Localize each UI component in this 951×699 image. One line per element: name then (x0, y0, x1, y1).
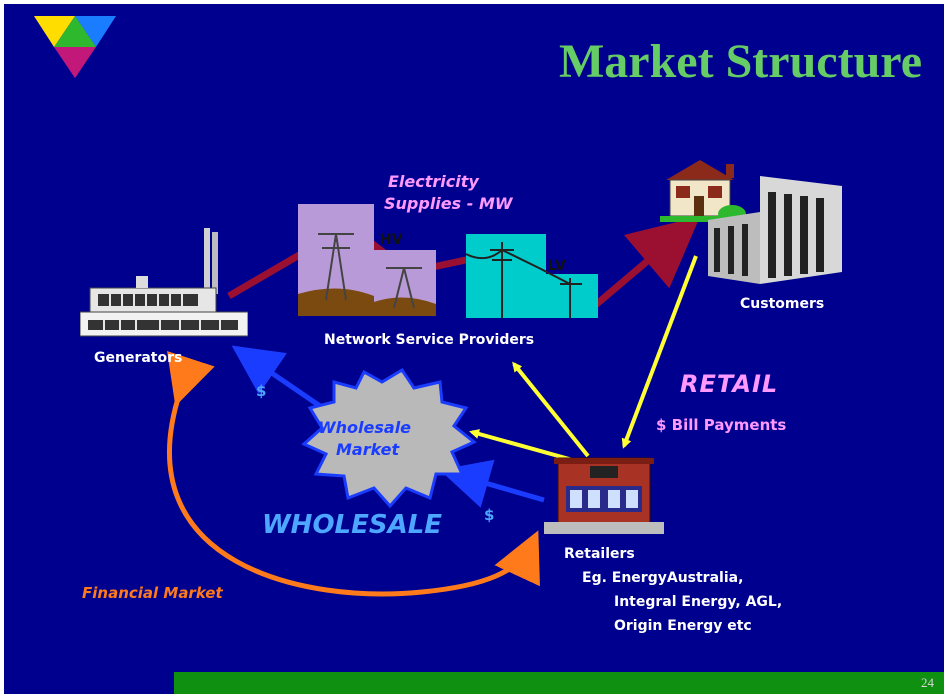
bill-payments-label: $ Bill Payments (656, 416, 787, 434)
distribution-pole-icon (466, 234, 598, 318)
network-service-providers-label: Network Service Providers (324, 332, 535, 348)
dollar-generators-label: $ (256, 382, 267, 400)
hv-label: HV (380, 232, 403, 248)
footer-bar: 24 (174, 672, 944, 694)
electricity-supplies-label-line2: Supplies - MW (384, 194, 513, 213)
financial-market-arrow (167, 350, 540, 597)
dollar-retailers-label: $ (484, 506, 495, 524)
retailers-to-network-arrow (512, 361, 590, 458)
customers-to-retailers-arrow (621, 255, 698, 449)
electricity-supplies-label-line1: Electricity (388, 172, 479, 191)
lv-label: LV (548, 258, 566, 274)
retailer-examples-line2: Integral Energy, AGL, (614, 594, 783, 610)
customers-label: Customers (740, 296, 825, 312)
power-plant-icon (80, 228, 248, 337)
wholesale-market-burst (301, 367, 477, 509)
office-building-icon (708, 176, 842, 284)
retailers-label: Retailers (564, 546, 635, 562)
generators-label: Generators (94, 350, 183, 366)
retail-store-icon (544, 457, 664, 534)
logo-triangle-icon (34, 16, 116, 78)
house-icon (660, 160, 746, 223)
wholesale-label: WHOLESALE (262, 510, 443, 540)
retailer-examples-line1: Eg. EnergyAustralia, (582, 570, 744, 586)
slide: Market Structure (4, 4, 944, 694)
retailers-to-wholesale-payment-arrow (439, 459, 545, 508)
wholesale-market-label-line2: Market (336, 440, 400, 459)
transmission-tower-icon (298, 204, 436, 316)
retail-label: RETAIL (680, 370, 779, 398)
wholesale-market-label-line1: Wholesale (318, 418, 412, 437)
page-number: 24 (921, 675, 934, 690)
retailer-examples-line3: Origin Energy etc (614, 618, 752, 634)
financial-market-label: Financial Market (82, 584, 223, 602)
page-title: Market Structure (559, 35, 922, 88)
